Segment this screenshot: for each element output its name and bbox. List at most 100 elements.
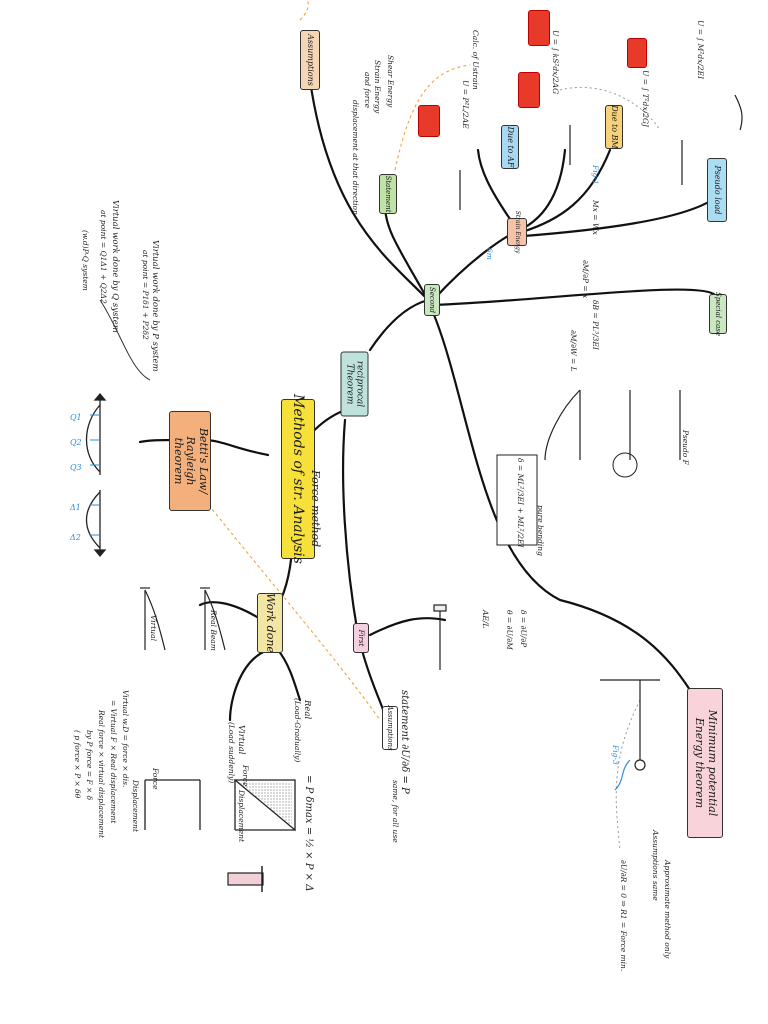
blue-q1: Q1 [70, 413, 82, 422]
due-bm-node[interactable]: Due to BM [605, 105, 623, 149]
link-strain-af [518, 148, 567, 232]
link-central-bettis [203, 438, 270, 457]
bettis-note-1: Virtual work done by P system [150, 240, 160, 372]
helper-dashes [559, 86, 661, 851]
first-cantilever [433, 604, 447, 670]
red-eq4: AE/L [481, 610, 490, 629]
link-second-assumptions [308, 78, 430, 302]
special-node[interactable]: Special case [709, 291, 727, 337]
bettis-eq: (w.d)P-Q system [81, 230, 90, 291]
strain-energy-node[interactable]: Strain Energy [507, 211, 527, 253]
link-first-assumptions [360, 648, 387, 717]
red-eq1: Mx = Wx [591, 200, 600, 235]
first-node[interactable]: First [353, 623, 369, 653]
link-strain-pseudo [522, 198, 714, 238]
work-cantilevers [140, 587, 226, 651]
blue-label1: 6m [485, 248, 494, 260]
second-label: Second [428, 286, 437, 314]
sample-box-eq: δ = ML²/3EI + ML²/2EI [516, 458, 525, 548]
work-eq-virtual5: ( p force × P × δθ [73, 730, 82, 799]
torsion-eq: U = ∫ T²dx/2GJ [641, 70, 650, 128]
circle-annotation [612, 452, 638, 478]
min-roller [634, 759, 646, 771]
work-real-sub: (Load-Gradually) [293, 698, 302, 763]
displacement-label-2: Displacement [237, 790, 246, 842]
min-energy-note: Approximate method only [663, 860, 672, 959]
force-label-1: Force [151, 768, 160, 790]
real-graph-shade [238, 782, 292, 826]
bettis-beam-diagram [85, 392, 107, 558]
work-virtual-sub: (Load suddenly) [227, 722, 236, 784]
statement-node[interactable]: Statement [379, 174, 397, 214]
bettis-curve [99, 299, 151, 381]
second-node[interactable]: Second [424, 284, 440, 316]
blue-d2: Δ2 [69, 533, 81, 542]
red-eq2: ∂M/∂P = x [581, 260, 590, 299]
blue-d1: Δ1 [69, 503, 81, 512]
statement-label: Statement [384, 175, 393, 213]
support-2 [93, 549, 107, 558]
real-graph-triangle [233, 779, 296, 832]
connector-lines [138, 78, 717, 722]
due-af-node[interactable]: Due to AF [501, 125, 519, 169]
blue-q3: Q3 [70, 463, 82, 472]
work-virtual-label: Virtual [236, 725, 246, 755]
bettis-node[interactable]: Betti's Law/ Rayleigh theorem [169, 411, 211, 511]
bettis-blue-arrows [90, 414, 100, 536]
shear-energy-note: Shear Energy [386, 55, 395, 108]
castigliano-calc-note: Calc. of Ustrain [471, 30, 480, 90]
work-eq-virtual4: by P force = F × δ [85, 730, 94, 801]
blue-q2: Q2 [70, 438, 82, 447]
link-first-diagram [368, 617, 447, 637]
cant-a-defl [544, 389, 581, 461]
dash-bettis-first [204, 499, 381, 721]
link-second-strain [433, 230, 517, 300]
min-energy-sketch [600, 679, 660, 771]
first-label: First [357, 629, 366, 647]
bm-eq: U = ∫ M²dx/2EI [696, 20, 705, 80]
special-eq: δB = PL³/3EI [591, 300, 600, 350]
special-label: Special case [714, 291, 723, 337]
axial-eq: U = P²L/2AE [461, 80, 470, 129]
cantilever-real-defl [204, 589, 226, 651]
pseudo-node[interactable]: Pseudo load [707, 158, 727, 222]
link-strain-due [476, 148, 514, 224]
work-done-node[interactable]: Work done [257, 593, 283, 653]
castigliano-eq1: δ = ∂U/∂P [519, 610, 528, 648]
link-second-statement [383, 203, 430, 302]
support-1 [93, 392, 107, 401]
bettis-note-2b: at point = Q1Δ1 + Q2Δ2 [99, 210, 108, 304]
reciprocal-node[interactable]: reciprocal Theorem [340, 351, 369, 417]
central-topic-label: Methods of str. Analysis [290, 394, 307, 564]
min-energy-note2: Assumptions same [651, 830, 660, 901]
min-energy-eq: ∂U/∂R = 0 ⇒ R1 = Force min. [619, 860, 628, 972]
link-work-real [276, 648, 302, 702]
min-blue-squiggle [614, 759, 631, 791]
work-eq-virtual2: = Virtual F × Real displacement [109, 700, 118, 824]
link-strain-bm [520, 148, 612, 234]
reciprocal-label: reciprocal Theorem [344, 360, 365, 408]
relation-dashes [204, 0, 471, 721]
due-bm-label: Due to BM [609, 105, 619, 149]
strain-energy-note: Strain Energy [373, 60, 382, 114]
red-box-4 [418, 105, 440, 137]
force-method-label: Force method [309, 470, 322, 548]
first-statement: statement ∂U/∂δ = P [399, 690, 410, 794]
link-work-diagram [198, 601, 264, 622]
link-second-special [433, 288, 717, 307]
work-done-label: Work done [264, 593, 278, 653]
work-eq-virtual3: Real force × virtual displacement [97, 710, 106, 838]
assumptions-bottom-label: Assumptions [386, 705, 395, 751]
beam-1-deflected [85, 404, 101, 473]
red-box-3 [627, 38, 647, 68]
assumptions-bottom-node[interactable]: Assumptions [382, 705, 398, 751]
min-potential-label: Minimum potential Energy theorem [693, 709, 719, 817]
assumptions-top-node[interactable]: Assumptions [300, 30, 320, 90]
min-potential-node[interactable]: Minimum potential Energy theorem [687, 688, 723, 838]
strain-energy-label: Strain Energy [514, 210, 522, 254]
sf-eq: U = ∫ kS²dx/2AG [551, 30, 560, 95]
red-eq3: ∂M/∂W = L [569, 330, 578, 372]
red-box-2 [518, 72, 540, 108]
work-eq-virtual: Virtual w.D = force × dis. [121, 690, 130, 788]
